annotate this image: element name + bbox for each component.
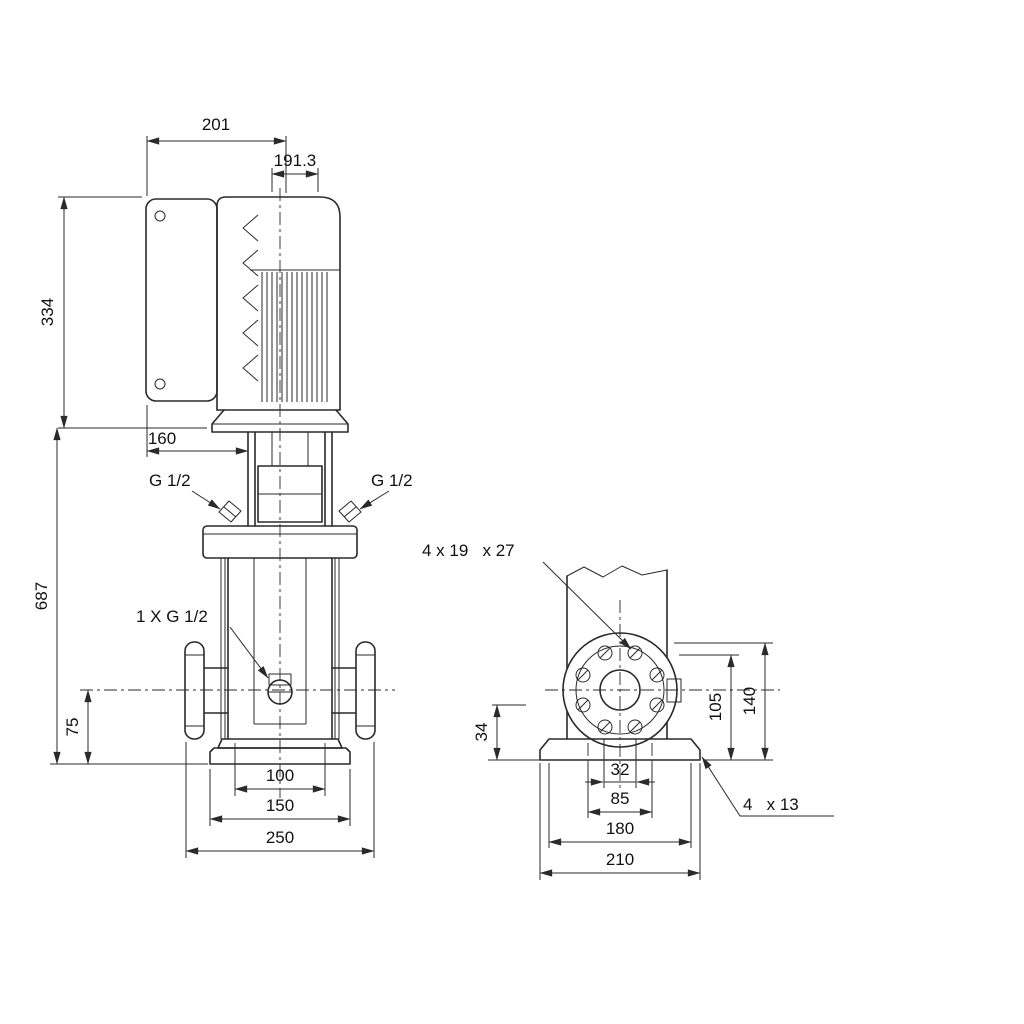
break-line: [566, 565, 668, 578]
base-plate-side: [539, 738, 701, 761]
dim-250-ext: [185, 742, 375, 858]
dim-250-label: 250: [266, 828, 294, 847]
motor-body: [216, 196, 341, 411]
staybolts: [220, 558, 340, 739]
dim-191-ext: [271, 168, 319, 192]
dim-34-label: 34: [472, 723, 491, 742]
dim-210-ext: [539, 763, 701, 880]
base-bolt-centerlines: [587, 743, 653, 765]
dim-160-label: 160: [148, 429, 176, 448]
dim-334-ext: [58, 196, 207, 429]
vent-plug-right: [338, 500, 362, 523]
shaft: [271, 432, 309, 466]
port-right-label: G 1/2: [371, 471, 413, 490]
bolt-hole: [597, 645, 613, 661]
flange-holes-label: 4 x 19 x 27: [422, 541, 515, 560]
flange-bolt-holes: [575, 645, 665, 735]
dim-100-label: 100: [266, 766, 294, 785]
dim-75-label: 75: [63, 718, 82, 737]
bolt-hole: [575, 697, 591, 713]
dim-191-label: 191.3: [274, 151, 317, 170]
vent-plug-left: [218, 500, 242, 523]
chamber-stack: [220, 557, 340, 740]
terminal-box-screw-bottom: [154, 378, 166, 390]
dim-210-label: 210: [606, 850, 634, 869]
flange-holes-leader: [542, 561, 632, 650]
cooling-fins: [261, 272, 328, 402]
drain-label: 1 X G 1/2: [136, 607, 208, 626]
bolt-hole: [649, 667, 665, 683]
bolt-hole: [575, 667, 591, 683]
dim-34-ext: [488, 704, 544, 761]
flange-right-bolt-lines: [356, 654, 375, 727]
lantern-legs: [247, 431, 333, 527]
dim-201-ext: [146, 136, 287, 196]
base-holes-label: 4 x 13: [743, 795, 799, 814]
dim-140-ext: [674, 642, 773, 761]
suction-discharge-flanges: [184, 641, 376, 740]
dim-140-label: 140: [740, 687, 759, 715]
side-dimensions: 4 x 19 x 27 34 105 140 32 85: [422, 541, 834, 880]
bolt-hole: [597, 719, 613, 735]
bolt-hole: [649, 697, 665, 713]
flange-left-bolt-lines: [185, 654, 204, 727]
sleeve-outline: [227, 557, 333, 740]
dim-687-label: 687: [32, 582, 51, 610]
flange-left: [184, 641, 205, 740]
port-right-leader: [359, 490, 390, 510]
terminal-box-screw-top: [154, 210, 166, 222]
side-view: 4 x 19 x 27 34 105 140 32 85: [422, 541, 834, 880]
pipe-right: [331, 667, 357, 714]
side-tab: [666, 678, 682, 703]
dim-150-label: 150: [266, 796, 294, 815]
dim-85-label: 85: [611, 789, 630, 808]
base-plate: [209, 747, 351, 765]
dim-334-label: 334: [38, 298, 57, 326]
base-holes-leader: [701, 756, 834, 817]
flange-right: [355, 641, 376, 740]
port-left-leader: [191, 490, 221, 510]
motor-assembly: [145, 196, 341, 411]
drain-leader: [229, 626, 269, 679]
dim-105-label: 105: [706, 693, 725, 721]
pipe-left: [203, 667, 229, 714]
port-left-label: G 1/2: [149, 471, 191, 490]
bolt-hole: [627, 645, 643, 661]
front-dimensions: 201 191.3 334 160 687 75 100: [32, 115, 413, 858]
motor-stool-and-coupling: [211, 409, 362, 527]
dim-180-ext: [548, 763, 692, 848]
bolt-hole-hatch: [577, 647, 663, 733]
dim-32-label: 32: [611, 760, 630, 779]
fin-profile: [242, 214, 259, 382]
bolt-hole: [627, 719, 643, 735]
dim-180-label: 180: [606, 819, 634, 838]
terminal-box: [145, 198, 218, 402]
front-view: 201 191.3 334 160 687 75 100: [32, 115, 413, 858]
dim-32-ext: [603, 742, 637, 788]
dim-201-label: 201: [202, 115, 230, 134]
